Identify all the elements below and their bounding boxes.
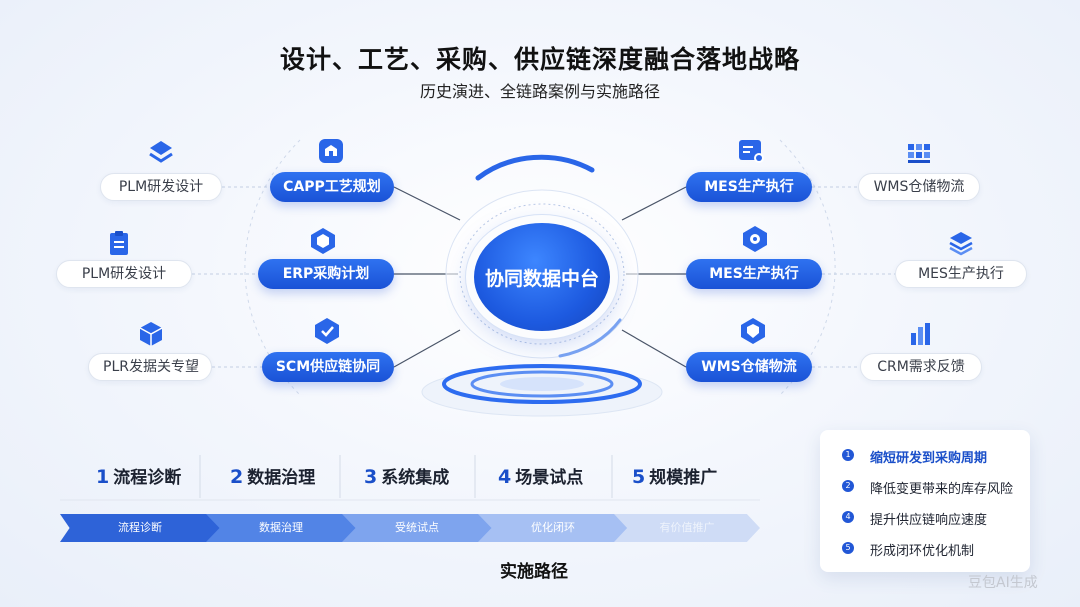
right-inner-pill-1: MES生产执行 [686,172,812,202]
right-inner-pill-3: WMS仓储物流 [686,352,812,382]
page-subtitle: 历史演进、全链路案例与实施路径 [419,82,660,101]
shield-icon [741,318,765,344]
path-title: 实施路径 [500,562,568,582]
clipboard-icon [110,231,128,255]
warehouse-grid-icon [908,144,930,163]
cube-icon [139,322,163,346]
page-title: 设计、工艺、采购、供应链深度融合落地战略 [279,45,800,74]
path-arrow-4: 优化闭环 [478,514,628,542]
bar-chart-icon [911,323,930,345]
left-outer-pill-2: PLM研发设计 [56,260,192,288]
stack-icon [949,232,973,256]
watermark: 豆包AI生成 [968,575,1038,591]
monitor-gear-icon [739,140,764,163]
right-outer-pill-2: MES生产执行 [895,260,1027,288]
house-badge-icon [319,139,343,163]
path-arrow-5: 有价值推广 [614,514,760,542]
left-inner-pill-1: CAPP工艺规划 [270,172,394,202]
left-inner-pill-3: SCM供应链协同 [262,352,394,382]
path-arrow-1: 流程诊断 [60,514,220,542]
shield-check-icon [315,318,339,344]
right-inner-pill-2: MES生产执行 [686,259,822,289]
left-outer-pill-1: PLM研发设计 [100,173,222,201]
path-arrow-2: 数据治理 [206,514,356,542]
cube-hex-icon [311,228,335,254]
left-outer-pill-3: PLR发据关专望 [88,353,212,381]
left-inner-pill-2: ERP采购计划 [258,259,394,289]
path-arrow-3: 受统试点 [342,514,492,542]
right-outer-pill-3: CRM需求反馈 [860,353,982,381]
right-outer-pill-1: WMS仓储物流 [858,173,980,201]
hex-gear-icon [743,226,767,252]
layers-icon [149,141,173,163]
data-hub: 协同数据中台 [474,223,610,331]
